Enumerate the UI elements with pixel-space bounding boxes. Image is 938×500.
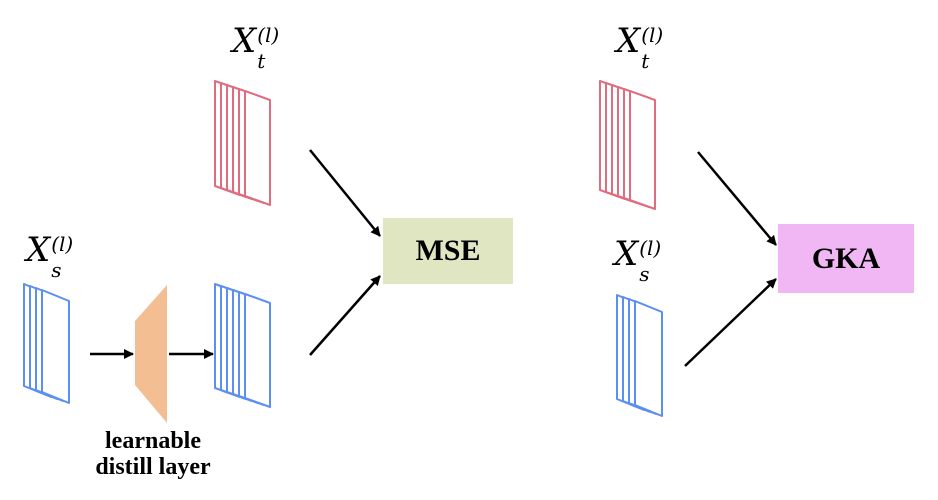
distill-layer-caption: learnable distill layer: [68, 428, 238, 480]
arrow-student-to-gka: [684, 278, 777, 367]
distill-caption-line1: learnable: [105, 428, 201, 454]
feature-map-sheet: [41, 289, 70, 404]
left-student-label: X(l)s: [26, 230, 74, 282]
right-student-feature-stack: [616, 294, 663, 417]
left-teacher-label: X(l)t: [232, 21, 280, 73]
right-student-label: X(l)s: [614, 234, 662, 286]
gka-box: GKA: [778, 224, 914, 293]
right-teacher-label: X(l)t: [616, 21, 664, 73]
arrow-teacher-to-mse: [309, 149, 381, 237]
arrow-teacher-to-gka: [697, 151, 777, 246]
mse-box: MSE: [383, 218, 513, 284]
gka-label: GKA: [811, 241, 881, 275]
left-distilled-feature-stack: [214, 283, 271, 408]
feature-map-sheet: [629, 90, 656, 210]
distill-layer-trapezoid: [135, 285, 167, 423]
feature-map-sheet: [634, 300, 663, 417]
distill-caption-line2: distill layer: [95, 454, 211, 480]
feature-map-sheet: [244, 293, 271, 408]
left-teacher-feature-stack: [214, 80, 271, 206]
arrow-student-to-mse: [309, 275, 381, 356]
right-teacher-feature-stack: [599, 80, 656, 210]
mse-label: MSE: [415, 234, 481, 267]
left-student-feature-stack: [23, 283, 70, 404]
feature-map-sheet: [244, 90, 271, 206]
